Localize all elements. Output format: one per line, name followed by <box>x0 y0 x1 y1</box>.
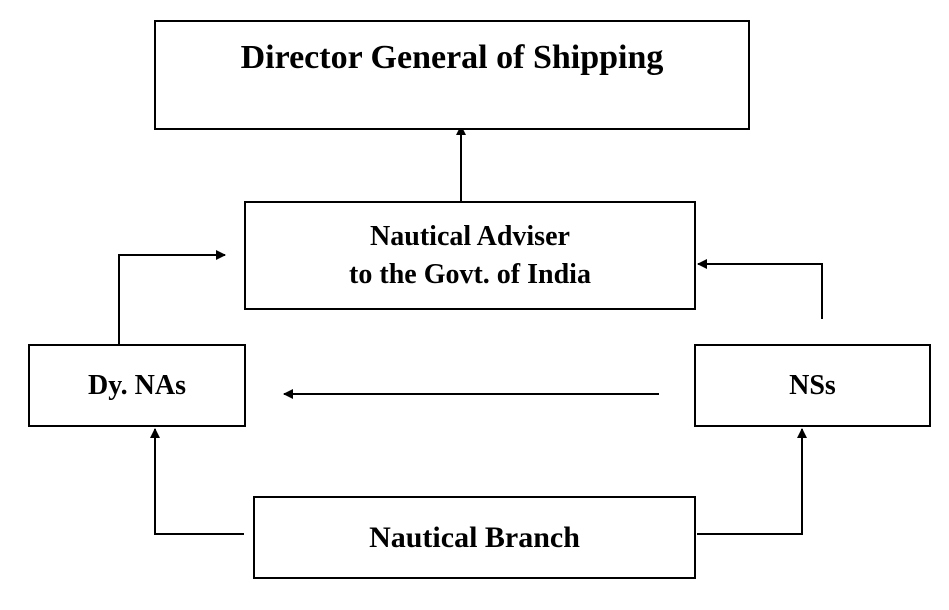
nss-label: NSs <box>789 369 836 401</box>
nautical-adviser-line2: to the Govt. of India <box>349 258 591 290</box>
edge-nb-to-nss <box>697 428 807 535</box>
nautical-branch-box: Nautical Branch <box>253 496 696 579</box>
edge-nss-to-na <box>697 259 823 319</box>
nss-box: NSs <box>694 344 931 427</box>
director-general-box: Director General of Shipping <box>154 20 750 130</box>
edge-nb-to-dy <box>150 428 244 535</box>
nautical-adviser-box: Nautical Adviser to the Govt. of India <box>244 201 696 310</box>
edge-dy-to-na <box>118 250 226 344</box>
director-general-label: Director General of Shipping <box>240 39 664 76</box>
nautical-branch-label: Nautical Branch <box>369 520 580 554</box>
nautical-adviser-line1: Nautical Adviser <box>370 220 570 252</box>
dy-nas-box: Dy. NAs <box>28 344 246 427</box>
dy-nas-label: Dy. NAs <box>87 369 186 401</box>
